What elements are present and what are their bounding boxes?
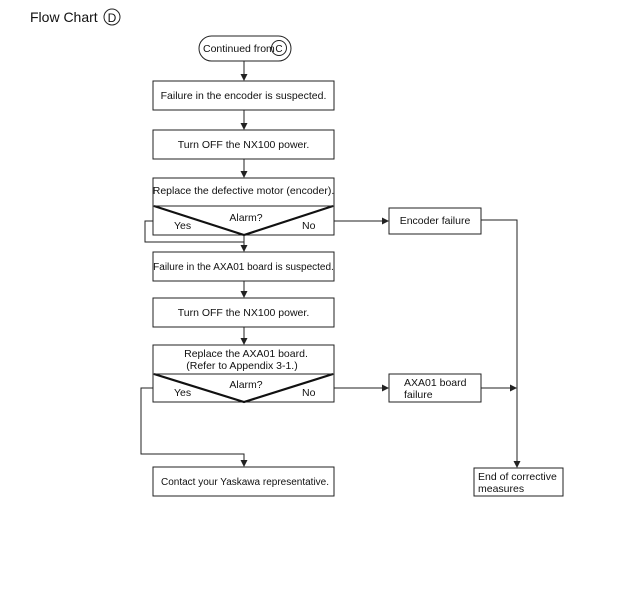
start-marker: C bbox=[275, 44, 282, 55]
start-text: Continued from bbox=[203, 43, 275, 55]
result-encoder-failure-text: Encoder failure bbox=[400, 215, 471, 227]
end-terminal bbox=[473, 467, 564, 497]
result-axa01-failure-text-2: failure bbox=[404, 389, 433, 401]
step-axa01-suspected bbox=[152, 251, 335, 282]
title-marker-circle bbox=[103, 8, 121, 26]
start-terminal bbox=[198, 35, 292, 62]
step-encoder-suspected bbox=[152, 80, 335, 111]
yes-connector-2 bbox=[140, 387, 248, 467]
decision-alarm-2 bbox=[153, 372, 334, 404]
step-encoder-suspected-text: Failure in the encoder is suspected. bbox=[161, 90, 327, 102]
result-encoder-failure bbox=[388, 207, 482, 235]
decision-alarm-2-yes: Yes bbox=[174, 387, 191, 399]
decision-alarm-2-no: No bbox=[302, 387, 316, 399]
chart-title: Flow Chart bbox=[30, 9, 98, 25]
step-axa01-suspected-text: Failure in the AXA01 board is suspected. bbox=[153, 262, 334, 273]
decision-alarm-1-question: Alarm? bbox=[229, 212, 262, 224]
decision-alarm-1-yes: Yes bbox=[174, 220, 191, 232]
result-axa01-failure-text-1: AXA01 board bbox=[404, 377, 467, 389]
end-terminal-text-1: End of corrective bbox=[478, 471, 557, 483]
encoder-to-end-connector bbox=[481, 219, 521, 468]
end-terminal-text-2: measures bbox=[478, 483, 524, 495]
step-replace-axa01-text-1: Replace the AXA01 board. bbox=[184, 348, 308, 360]
step-contact-text: Contact your Yaskawa representative. bbox=[161, 477, 329, 488]
step-power-off-2-text: Turn OFF the NX100 power. bbox=[178, 307, 310, 319]
title-marker: D bbox=[108, 11, 117, 25]
step-contact bbox=[152, 466, 335, 497]
step-power-off-1 bbox=[152, 129, 335, 160]
decision-alarm-2-question: Alarm? bbox=[229, 379, 262, 391]
step-replace-motor-text: Replace the defective motor (encoder). bbox=[153, 185, 335, 197]
result-axa01-failure bbox=[388, 373, 482, 403]
step-power-off-2 bbox=[152, 297, 335, 328]
step-replace-axa01-text-2: (Refer to Appendix 3-1.) bbox=[186, 360, 297, 372]
start-marker-circle bbox=[271, 40, 287, 56]
step-power-off-1-text: Turn OFF the NX100 power. bbox=[178, 139, 310, 151]
yes-connector-1 bbox=[144, 220, 248, 252]
decision-alarm-1-no: No bbox=[302, 220, 316, 232]
